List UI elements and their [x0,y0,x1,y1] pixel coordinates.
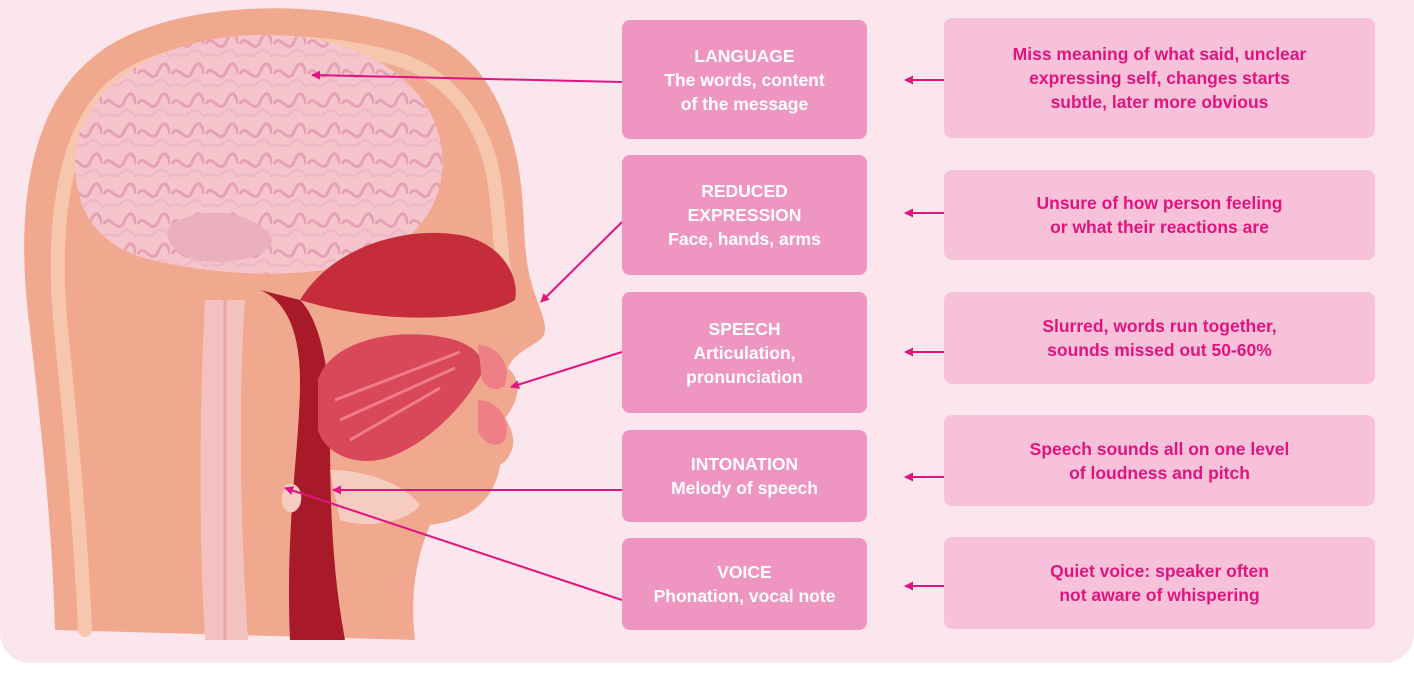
term-detail: The words, content of the message [664,69,825,114]
brain [74,34,443,274]
term-box-intonation: INTONATION Melody of speech [622,430,867,522]
term-title: VOICE [717,562,772,582]
effect-text: Miss meaning of what said, unclear expre… [1012,44,1307,112]
effect-box-voice: Quiet voice: speaker often not aware of … [944,537,1375,629]
effect-text: Quiet voice: speaker often not aware of … [1050,561,1269,605]
effect-text: Unsure of how person feeling or what the… [1036,193,1283,237]
nasal-cavity [300,232,516,318]
pointer-voice [284,486,623,601]
term-title: REDUCED EXPRESSION [687,181,802,225]
effect-box-speech: Slurred, words run together, sounds miss… [944,292,1375,384]
term-detail: Face, hands, arms [668,229,821,249]
effect-arrows [904,75,944,591]
term-box-voice: VOICE Phonation, vocal note [622,538,867,630]
pointer-expression [540,221,623,303]
term-detail: Melody of speech [671,478,818,498]
effect-text: Slurred, words run together, sounds miss… [1042,316,1277,360]
term-title: SPEECH [708,318,781,339]
term-box-speech: SPEECH Articulation, pronunciation [622,292,867,413]
effect-box-language: Miss meaning of what said, unclear expre… [944,18,1375,138]
effect-text: Speech sounds all on one level of loudne… [1029,438,1290,483]
pointer-speech [510,351,623,389]
term-detail: Articulation, pronunciation [686,342,803,387]
spinal-column [200,300,248,640]
term-box-language: LANGUAGE The words, content of the messag… [622,20,867,139]
lips [478,345,507,445]
term-detail: Phonation, vocal note [653,586,836,606]
tongue [318,334,484,461]
pointer-arrows [284,70,623,601]
effect-box-reduced-expression: Unsure of how person feeling or what the… [944,170,1375,260]
term-title: INTONATION [690,454,799,474]
effect-box-intonation: Speech sounds all on one level of loudne… [944,415,1375,506]
term-box-reduced-expression: REDUCED EXPRESSION Face, hands, arms [622,155,867,275]
term-title: LANGUAGE [694,45,795,66]
pointer-language [311,70,623,83]
